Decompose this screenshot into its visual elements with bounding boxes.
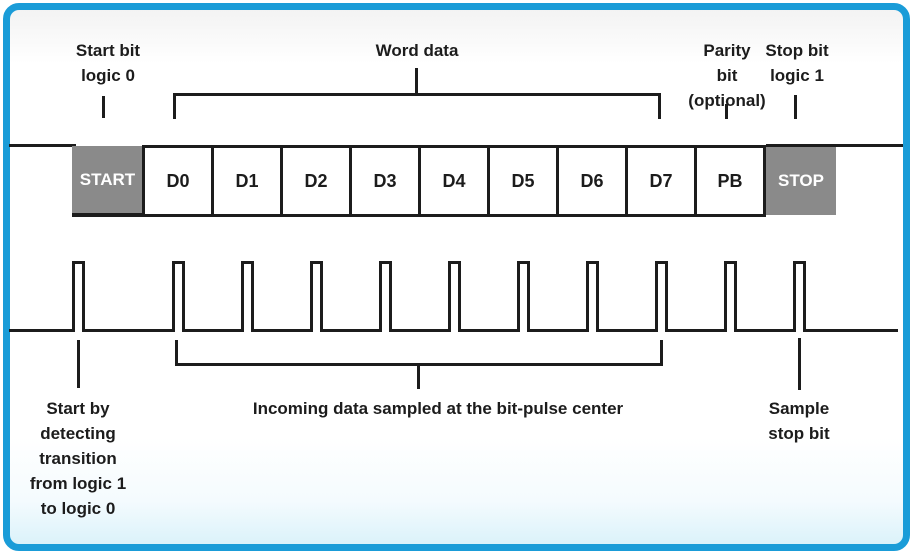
start-bit-label: Start bit logic 0 <box>75 41 141 85</box>
data-bit-cell-d4: D4 <box>418 145 490 217</box>
stop-bit-pointer-line <box>794 95 797 119</box>
data-bit-cell-d6: D6 <box>556 145 628 217</box>
stop-bit-cell: STOP <box>766 147 836 215</box>
sample-pulse-d5 <box>517 261 530 332</box>
sample-pulse-d4 <box>448 261 461 332</box>
start-bit-pointer-line <box>102 96 105 118</box>
sample-pulse-d2 <box>310 261 323 332</box>
data-bit-cell-d1: D1 <box>211 145 283 217</box>
word-data-bracket <box>173 93 661 119</box>
start-detection-pointer-line <box>77 340 80 388</box>
idle-line-left <box>9 144 72 147</box>
sample-pulse-d7 <box>655 261 668 332</box>
start-detection-label: Start by detecting transition from logic… <box>29 399 127 518</box>
sample-pulse-d6 <box>586 261 599 332</box>
stop-bit-label: Stop bit logic 1 <box>765 41 829 85</box>
word-data-label: Word data <box>375 41 459 60</box>
start-bit-cell: START <box>72 146 143 217</box>
data-bit-cell-d7: D7 <box>625 145 697 217</box>
word-data-pointer-line <box>415 68 418 94</box>
sample-stop-pointer-line <box>798 338 801 390</box>
data-bit-cell-d3: D3 <box>349 145 421 217</box>
sample-pulse-stop <box>793 261 806 332</box>
sample-pulse-d0 <box>172 261 185 332</box>
sample-pulse-parity <box>724 261 737 332</box>
sample-pulse-d1 <box>241 261 254 332</box>
sampling-bracket <box>175 340 663 366</box>
parity-bit-label: Parity bit (optional) <box>688 41 766 110</box>
parity-bit-cell: PB <box>694 145 766 217</box>
parity-bit-pointer-line <box>725 104 728 119</box>
sample-pulse-d3 <box>379 261 392 332</box>
idle-line-right <box>766 144 903 147</box>
sampling-bracket-center-tick <box>417 366 420 389</box>
data-bit-cell-d5: D5 <box>487 145 559 217</box>
sample-pulse-start <box>72 261 85 332</box>
data-bit-cell-d0: D0 <box>142 145 214 217</box>
sample-stop-label: Sample stop bit <box>768 399 830 443</box>
sampling-note-label: Incoming data sampled at the bit-pulse c… <box>252 399 624 418</box>
data-bit-cell-d2: D2 <box>280 145 352 217</box>
